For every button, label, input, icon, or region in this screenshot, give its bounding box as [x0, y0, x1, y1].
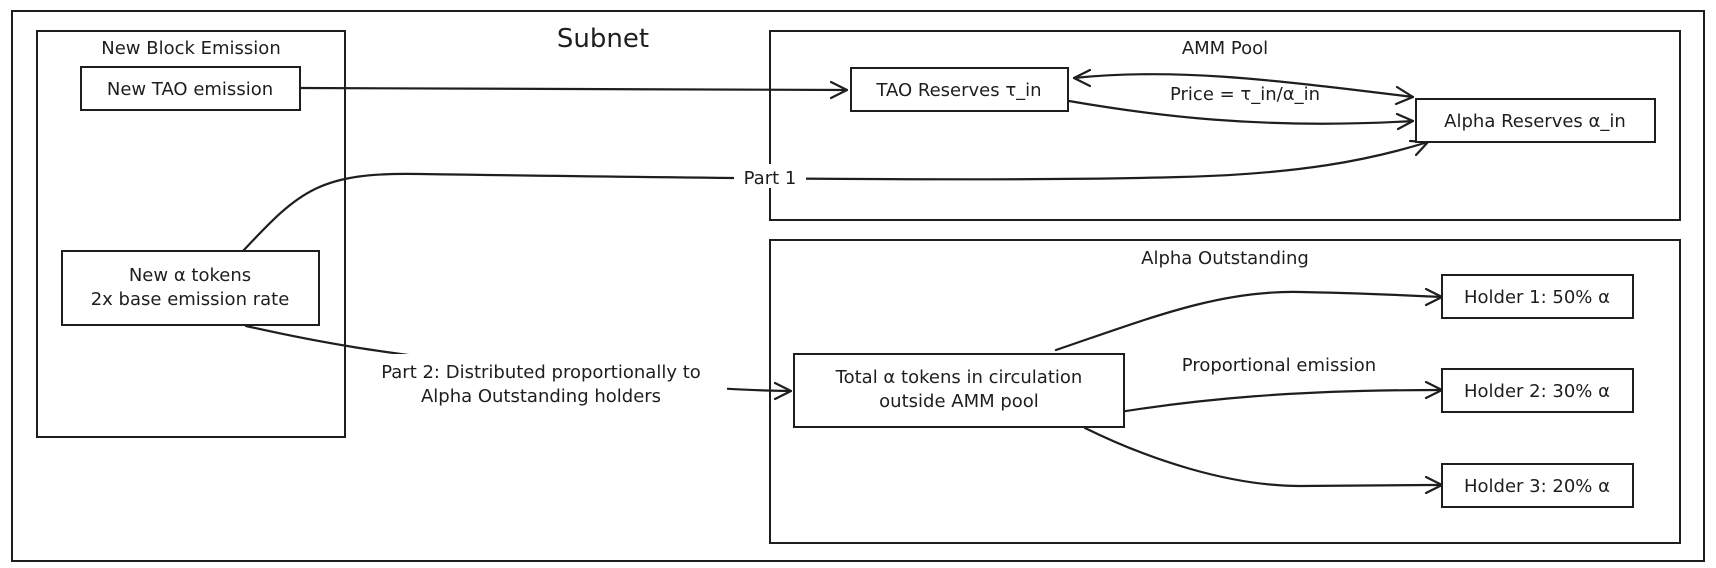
- edge-label-part-1-background: [734, 164, 806, 188]
- edge-tao-reserves-to-alpha-reserves-upper: [1072, 72, 1415, 99]
- node-holder-2-label: Holder 2: 30% α: [1464, 381, 1610, 402]
- node-new-alpha-tokens-line-1: New α tokens: [129, 265, 251, 286]
- node-total-alpha-circulation-line-2: outside AMM pool: [879, 391, 1039, 412]
- edge-tao-emission-to-tao-reserves: [299, 86, 849, 92]
- node-new-alpha-tokens-line-2: 2x base emission rate: [91, 289, 290, 310]
- node-alpha-reserves: [1415, 98, 1656, 143]
- node-new-tao-emission: [80, 66, 301, 111]
- node-tao-reserves-label: TAO Reserves τ_in: [875, 80, 1041, 101]
- edge-circulation-to-holder-1: [1054, 290, 1444, 352]
- node-new-tao-emission-label: New TAO emission: [107, 79, 273, 100]
- edge-label-part-2-line-1: Part 2: Distributed proportionally to: [381, 362, 701, 383]
- edge-label-part-2-background: [355, 354, 727, 410]
- node-holder-3: [1441, 463, 1634, 508]
- arrowhead-price-to-alpha: [1394, 85, 1415, 106]
- node-holder-2: [1441, 368, 1634, 413]
- new-block-emission-group: [36, 30, 346, 438]
- alpha-outstanding-label: Alpha Outstanding: [1141, 248, 1309, 269]
- edge-tao-reserves-to-alpha-reserves-lower: [1067, 99, 1415, 125]
- arrowhead-total-circulation: [773, 381, 793, 401]
- edge-label-part-1: Part 1: [744, 168, 797, 189]
- edge-alpha-tokens-to-alpha-reserves: [241, 140, 1430, 253]
- subnet-frame: [11, 10, 1705, 562]
- node-total-alpha-circulation-line-1: Total α tokens in circulation: [835, 367, 1083, 388]
- edge-circulation-to-holder-3: [1083, 426, 1444, 488]
- amm-pool-label: AMM Pool: [1182, 38, 1268, 59]
- new-block-emission-label: New Block Emission: [101, 38, 280, 59]
- node-new-alpha-tokens: [61, 250, 320, 326]
- edge-label-proportional-emission: Proportional emission: [1182, 355, 1376, 376]
- node-tao-reserves: [850, 67, 1069, 112]
- node-holder-1: [1441, 274, 1634, 319]
- edge-circulation-to-holder-2: [1093, 388, 1444, 418]
- node-holder-3-label: Holder 3: 20% α: [1464, 476, 1610, 497]
- edge-label-part-2-line-2: Alpha Outstanding holders: [421, 386, 661, 407]
- edge-label-price: Price = τ_in/α_in: [1170, 84, 1320, 105]
- node-alpha-reserves-label: Alpha Reserves α_in: [1444, 111, 1626, 132]
- node-total-alpha-circulation: [793, 353, 1125, 428]
- amm-pool-group: [769, 30, 1681, 221]
- subnet-title: Subnet: [557, 24, 649, 54]
- arrowhead-tao-reserves: [829, 80, 849, 100]
- arrowhead-price-to-tao: [1072, 68, 1092, 88]
- node-holder-1-label: Holder 1: 50% α: [1464, 287, 1610, 308]
- arrowhead-alpha-reserves-lower: [1395, 112, 1415, 131]
